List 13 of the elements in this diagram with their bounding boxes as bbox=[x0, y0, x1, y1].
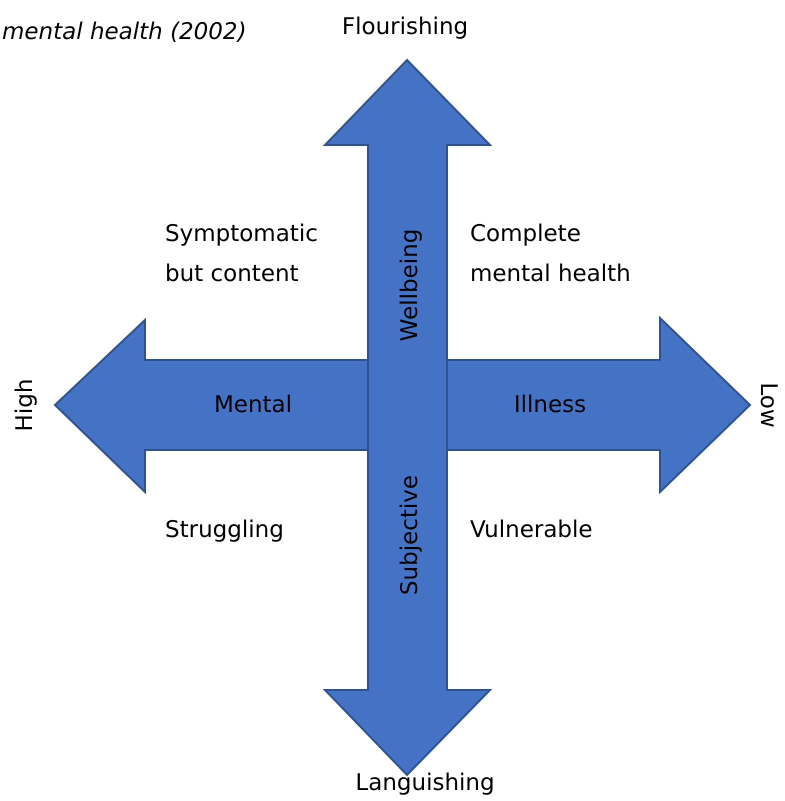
axis-label: Mental bbox=[214, 391, 292, 420]
quadrant-label: Vulnerable bbox=[470, 516, 593, 545]
axis-end-label: Languishing bbox=[355, 769, 495, 798]
axis-label: Illness bbox=[514, 391, 586, 420]
quadrant-label: Symptomatic but content bbox=[165, 220, 319, 289]
axis-label: Subjective bbox=[396, 474, 424, 596]
title: mental health (2002) bbox=[2, 18, 247, 47]
quadrant-label: Struggling bbox=[165, 516, 284, 545]
quadrant-label: Complete mental health bbox=[470, 220, 632, 289]
axis-end-label: Flourishing bbox=[342, 13, 468, 42]
axis-end-label: High bbox=[11, 378, 39, 432]
axis-end-label: Low bbox=[754, 382, 782, 428]
axis-label: Wellbeing bbox=[396, 228, 424, 342]
